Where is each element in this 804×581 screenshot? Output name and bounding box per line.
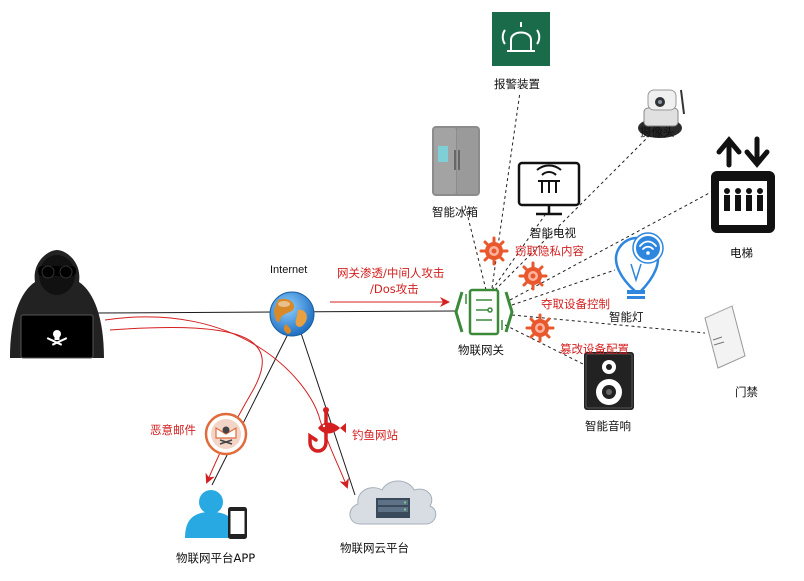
hacker-icon: [10, 250, 104, 359]
arrow-phish-attack: [104, 316, 349, 489]
gateway-icon: [454, 288, 514, 336]
virus-icon: [525, 313, 555, 343]
dash-door: [511, 314, 706, 334]
alarm-icon: [492, 12, 550, 66]
camera-label: 摄像头: [640, 125, 675, 139]
dash-light: [511, 269, 616, 306]
line-globe-app: [211, 329, 291, 486]
user-phone-icon: [185, 490, 247, 539]
camera-icon: [638, 89, 685, 138]
connection-lines: [94, 310, 456, 496]
control-label: 夺取设备控制: [541, 297, 610, 311]
internet-label: Internet: [270, 264, 307, 276]
dash-fridge: [464, 204, 487, 291]
virus-icon: [479, 236, 509, 266]
dash-elevator: [509, 189, 716, 301]
smart-tv-icon: [517, 161, 581, 216]
arrow-mail-attack: [109, 327, 263, 484]
speaker-icon: [584, 352, 634, 410]
elevator-icon: [711, 136, 775, 233]
mail-label: 恶意邮件: [150, 423, 196, 437]
dash-speaker: [504, 324, 596, 371]
globe-icon: [269, 291, 315, 337]
fridge-icon: [432, 126, 480, 196]
attack-label-line2: /Dos攻击: [370, 282, 419, 296]
door-label: 门禁: [735, 385, 758, 399]
attack-label-line1: 网关渗透/中间人攻击: [337, 266, 444, 280]
fishhook-icon: [308, 407, 346, 453]
cloud-label: 物联网云平台: [340, 541, 409, 555]
tamper-label: 篡改设备配置: [560, 342, 629, 356]
alarm-label: 报警装置: [494, 77, 540, 91]
fridge-label: 智能冰箱: [432, 205, 478, 219]
phish-label: 钓鱼网站: [352, 428, 398, 442]
cloud-server-icon: [349, 480, 437, 525]
speaker-label: 智能音响: [585, 419, 631, 433]
gateway-label: 物联网关: [458, 343, 504, 357]
tv-label: 智能电视: [530, 226, 576, 240]
light-label: 智能灯: [609, 310, 644, 324]
privacy-label: 窃取隐私内容: [515, 244, 584, 258]
malicious-mail-icon: [204, 412, 248, 456]
elevator-label: 电梯: [730, 246, 753, 260]
dash-camera: [494, 129, 656, 291]
smart-light-icon: [614, 232, 664, 299]
door-access-icon: [704, 304, 746, 369]
app-label: 物联网平台APP: [176, 551, 255, 565]
virus-icon: [518, 261, 548, 291]
